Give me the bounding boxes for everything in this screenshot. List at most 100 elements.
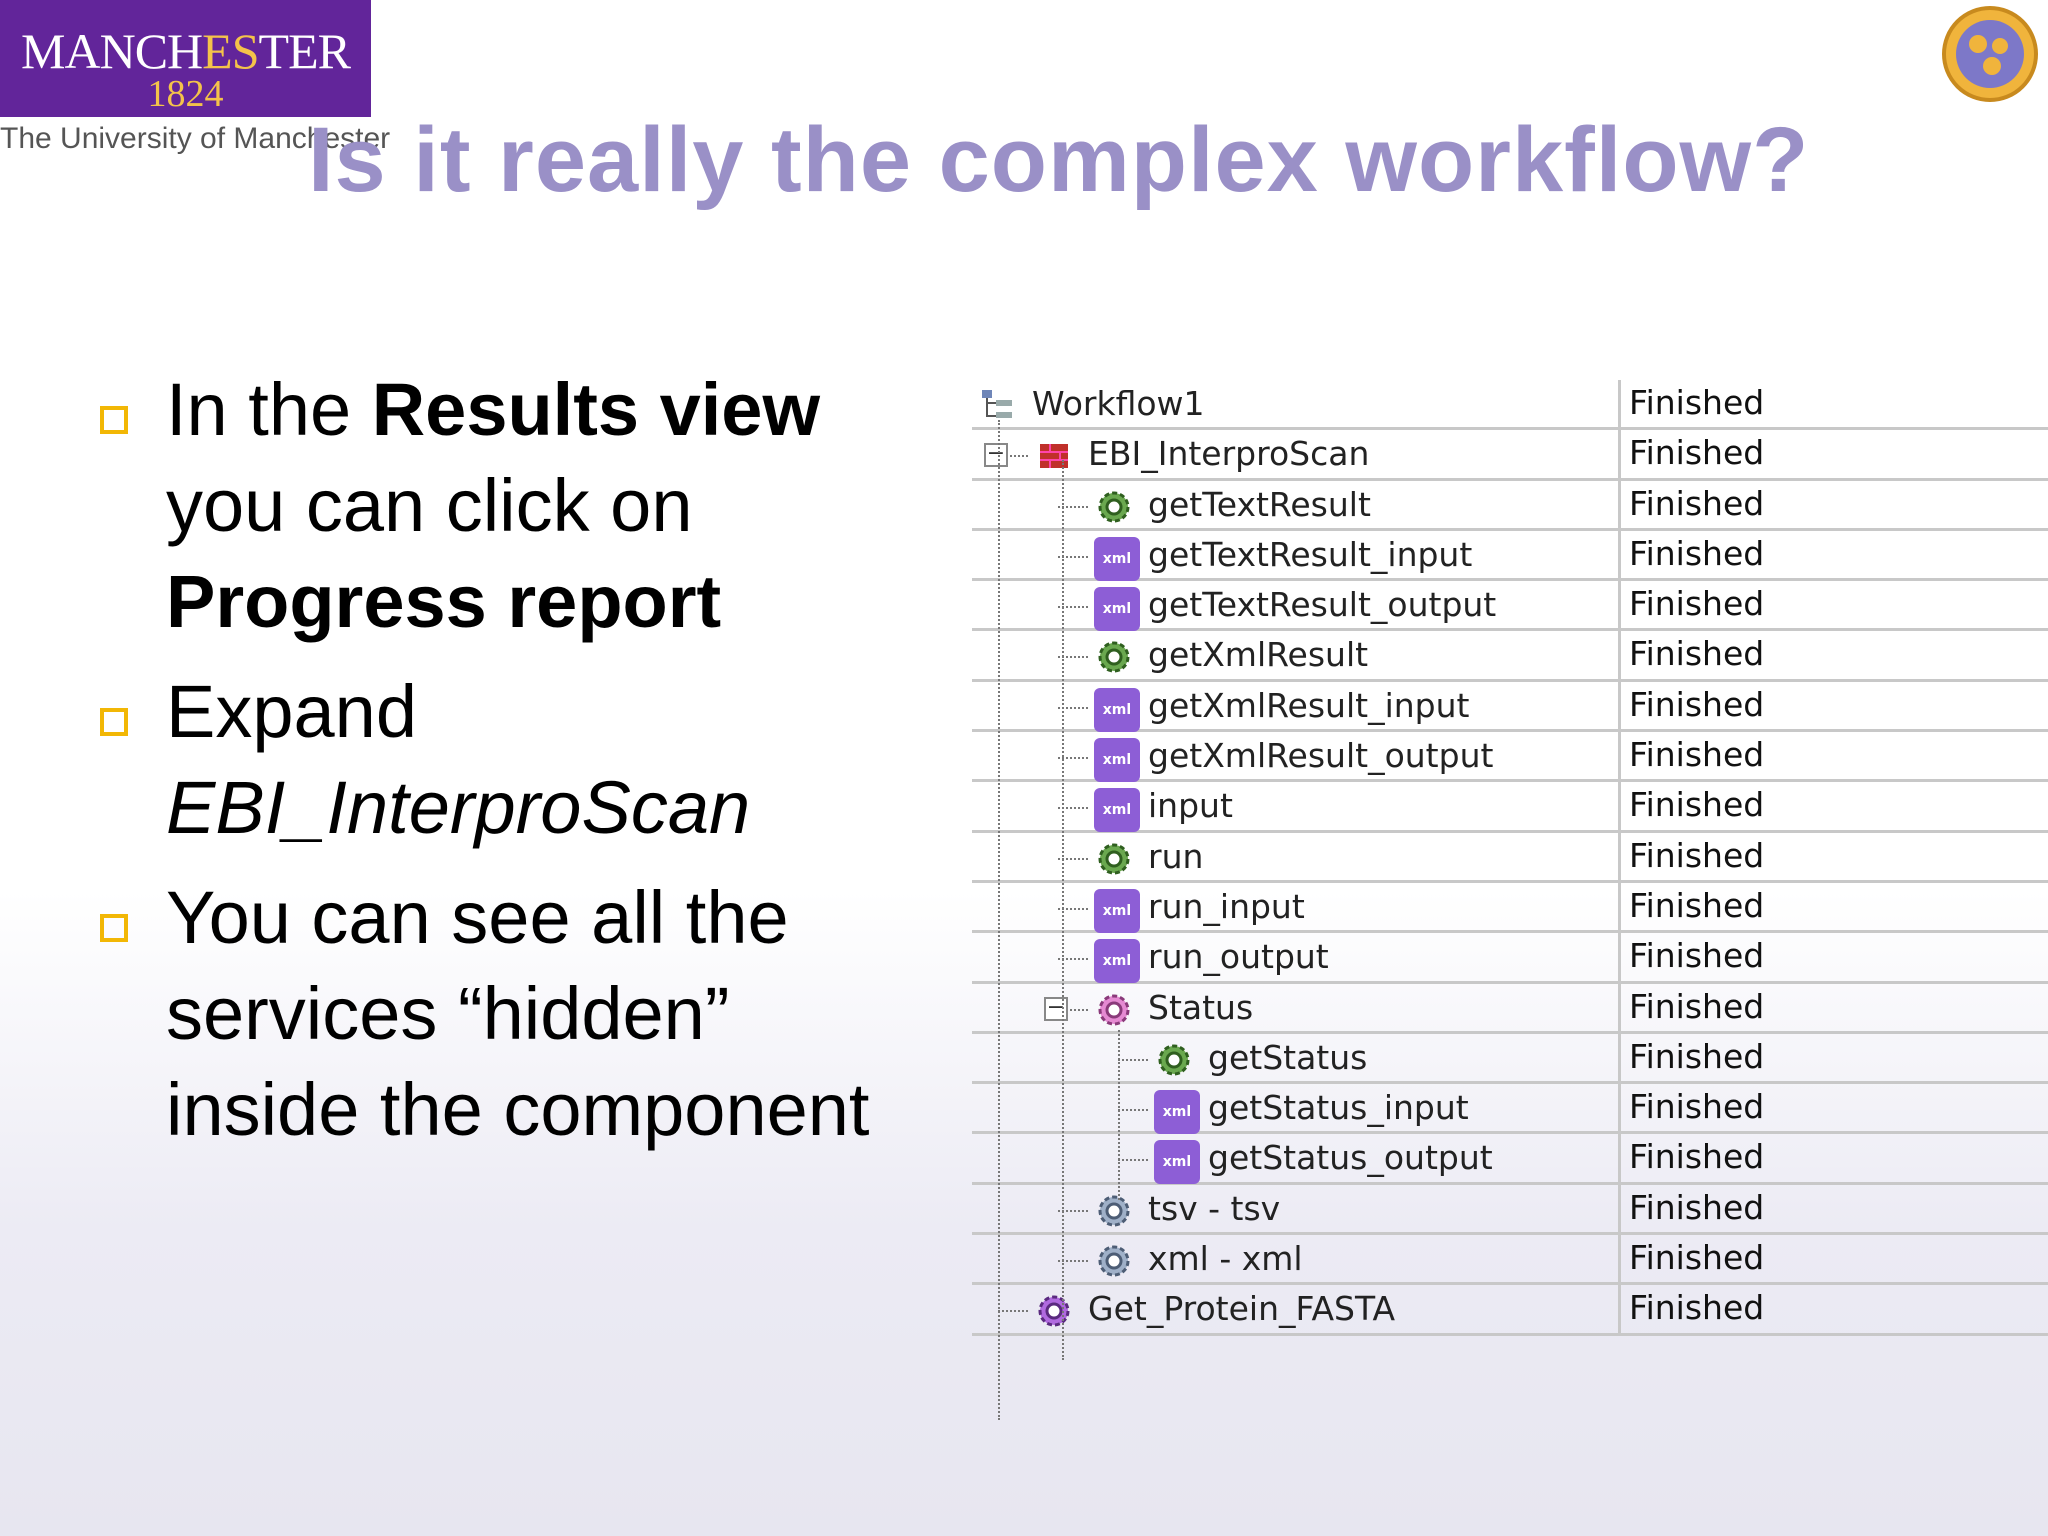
- tree-connector: [1058, 555, 1088, 558]
- grey-gear-icon: [1098, 1245, 1130, 1277]
- status-cell: Finished: [1618, 882, 1764, 933]
- tree-node-label: getTextResult: [1148, 484, 1371, 524]
- xml-icon: xml: [1094, 587, 1140, 632]
- tree-node-label: run: [1148, 836, 1204, 876]
- pink-gear-icon: [1098, 994, 1130, 1026]
- tree-node-label: getXmlResult_input: [1148, 685, 1470, 725]
- tree-connector: [1058, 907, 1088, 910]
- bullet-list: In the Results view you can click on Pro…: [98, 362, 938, 1172]
- tree-connector: [1118, 1058, 1148, 1061]
- xml-icon: xml: [1094, 738, 1140, 783]
- tree-row[interactable]: run Finished: [972, 832, 2048, 883]
- xml-icon: xml: [1094, 888, 1140, 933]
- collapse-toggle-icon[interactable]: −: [1044, 996, 1068, 1021]
- status-cell: Finished: [1618, 1033, 1764, 1084]
- tree-row[interactable]: Get_Protein_FASTA Finished: [972, 1285, 2048, 1336]
- collapse-toggle-icon[interactable]: −: [984, 443, 1008, 468]
- tree-connector: [1058, 1209, 1088, 1212]
- bullet-box-icon: [100, 914, 128, 942]
- slide-title: Is it really the complex workflow?: [308, 109, 1810, 211]
- status-cell: Finished: [1618, 832, 1764, 883]
- status-cell: Finished: [1618, 581, 1764, 632]
- gear-icon: [1158, 1044, 1190, 1076]
- tree-node-label: getXmlResult_output: [1148, 736, 1494, 776]
- status-cell: Finished: [1618, 430, 1764, 481]
- tree-connector: [1058, 807, 1088, 810]
- tree-connector: [1058, 656, 1088, 659]
- xml-icon: xml: [1094, 939, 1140, 984]
- status-cell: Finished: [1618, 1235, 1764, 1286]
- purple-gear-icon: [1038, 1295, 1070, 1327]
- xml-icon: xml: [1154, 1140, 1200, 1185]
- status-cell: Finished: [1618, 1285, 1764, 1336]
- grey-gear-icon: [1098, 1195, 1130, 1227]
- status-cell: Finished: [1618, 983, 1764, 1034]
- tree-connector: [1058, 606, 1088, 609]
- tree-node-label: Status: [1148, 987, 1254, 1027]
- xml-icon: xml: [1094, 788, 1140, 833]
- status-cell: Finished: [1618, 380, 1764, 430]
- bullet-item: Expand EBI_InterproScan: [98, 664, 938, 856]
- tree-node-label: run_input: [1148, 886, 1305, 926]
- xml-icon: xml: [1154, 1090, 1200, 1135]
- tree-node-label: getStatus_input: [1208, 1088, 1469, 1128]
- tree-node-label: getXmlResult: [1148, 635, 1369, 675]
- tree-row[interactable]: tsv - tsv Finished: [972, 1184, 2048, 1236]
- tree-connector: [1058, 1260, 1088, 1263]
- status-cell: Finished: [1618, 933, 1764, 984]
- gear-icon: [1098, 641, 1130, 673]
- tree-node-label: input: [1148, 786, 1233, 826]
- tree-connector: [1118, 1109, 1148, 1112]
- bullet-item: In the Results view you can click on Pro…: [98, 362, 938, 650]
- tree-row[interactable]: getTextResult Finished: [972, 480, 2048, 531]
- tree-node-label: getStatus: [1208, 1037, 1368, 1077]
- tree-connector: [998, 455, 1028, 458]
- manchester-logo: MANCHESTER 1824: [0, 0, 371, 117]
- tree-node-label: Workflow1: [1032, 384, 1205, 423]
- status-cell: Finished: [1618, 782, 1764, 833]
- tree-node-label: getTextResult_output: [1148, 585, 1497, 625]
- status-cell: Finished: [1618, 530, 1764, 581]
- tree-row[interactable]: getXmlResult Finished: [972, 631, 2048, 682]
- xml-icon: xml: [1094, 687, 1140, 732]
- tree-connector: [1118, 1159, 1148, 1162]
- tree-row[interactable]: − Status Finished: [972, 983, 2048, 1034]
- tree-connector: [1058, 958, 1088, 961]
- tree-guide-line: [998, 420, 1000, 1420]
- myexperiment-logo-icon: [1942, 6, 2038, 102]
- workflow-icon: [982, 390, 1012, 418]
- tree-connector: [1058, 1008, 1088, 1011]
- status-cell: Finished: [1618, 480, 1764, 531]
- tree-row[interactable]: Workflow1 Finished: [972, 380, 2048, 431]
- tree-guide-line: [1118, 1030, 1120, 1200]
- tree-connector: [1058, 505, 1088, 508]
- tree-connector: [1058, 857, 1088, 860]
- tree-guide-line: [1062, 460, 1064, 1360]
- status-cell: Finished: [1618, 681, 1764, 732]
- status-cell: Finished: [1618, 732, 1764, 783]
- bullet-item: You can see all the services “hidden” in…: [98, 870, 938, 1158]
- tree-node-label: Get_Protein_FASTA: [1088, 1289, 1396, 1329]
- bullet-box-icon: [100, 708, 128, 736]
- status-cell: Finished: [1618, 1184, 1764, 1235]
- tree-connector: [1058, 706, 1088, 709]
- status-cell: Finished: [1618, 1134, 1764, 1185]
- status-cell: Finished: [1618, 631, 1764, 682]
- tree-node-label: tsv - tsv: [1148, 1188, 1281, 1228]
- tree-row[interactable]: getStatus Finished: [972, 1033, 2048, 1085]
- tree-connector: [1058, 757, 1088, 760]
- status-cell: Finished: [1618, 1084, 1764, 1135]
- tree-connector: [998, 1310, 1028, 1313]
- university-name: The University of Manchester: [0, 122, 391, 155]
